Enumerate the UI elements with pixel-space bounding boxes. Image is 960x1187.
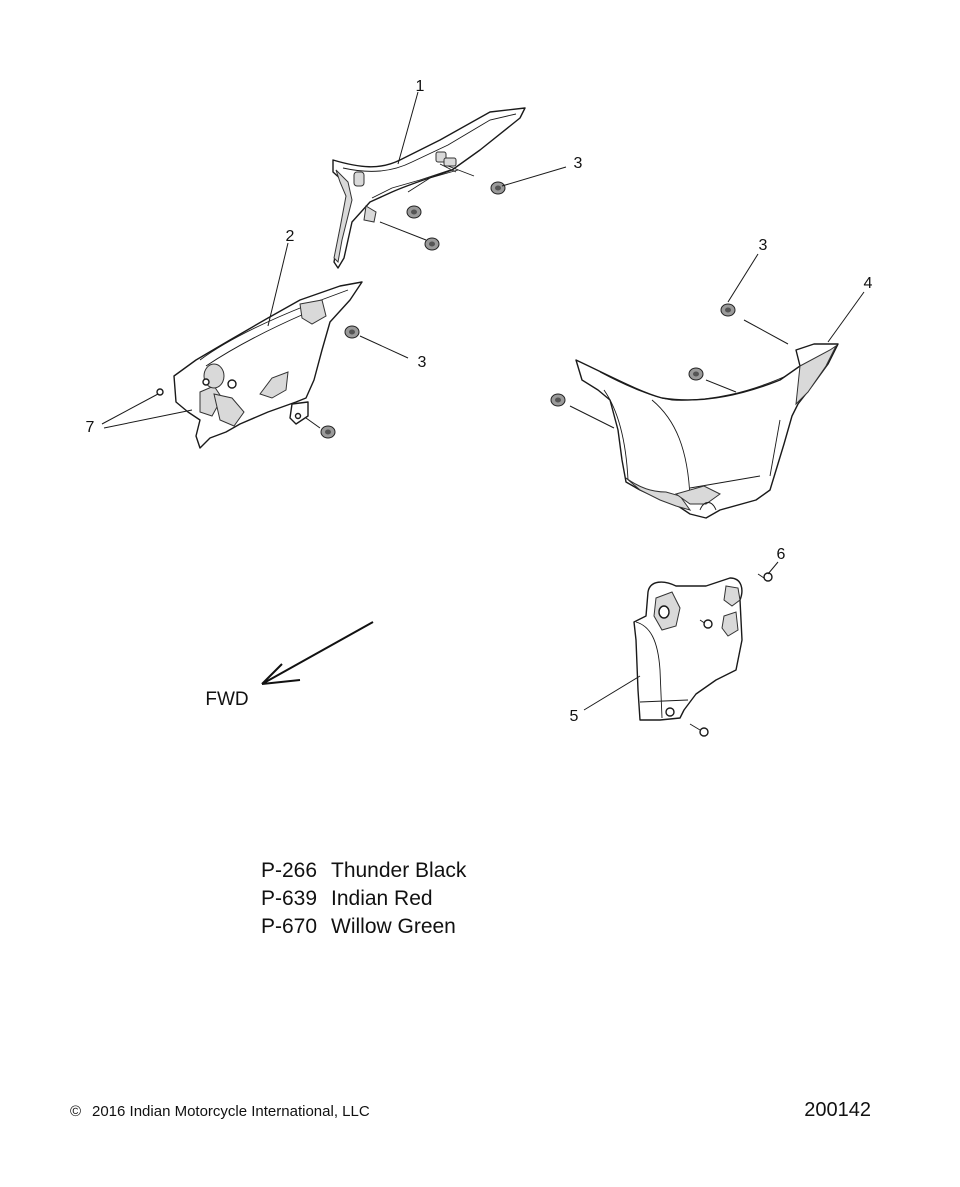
grommet-3g — [688, 367, 704, 381]
leader-2 — [267, 242, 289, 327]
leader-7b — [103, 409, 193, 429]
callout-3: 3 — [574, 155, 583, 172]
legend-code: P-266 — [261, 859, 317, 882]
legend-color-name: Willow Green — [331, 915, 456, 938]
grommet-3b — [490, 181, 506, 195]
grommet-3d — [344, 325, 360, 339]
bolt-6a — [757, 572, 773, 582]
legend-color-name: Thunder Black — [331, 859, 467, 882]
legend-color-name: Indian Red — [331, 887, 433, 910]
grommet-3f — [720, 303, 736, 317]
callout-1: 1 — [416, 78, 425, 95]
leader-1 — [397, 91, 419, 165]
leader-6 — [767, 561, 779, 575]
copyright-text: 2016 Indian Motorcycle International, LL… — [92, 1103, 370, 1120]
callout-4: 4 — [864, 275, 873, 292]
part-5-lower-cover — [633, 577, 743, 721]
color-legend: P-266 Thunder Black P-639 Indian Red P-6… — [261, 859, 467, 938]
grommet-3c — [424, 237, 440, 251]
nut-7 — [156, 378, 210, 396]
fwd-label: FWD — [205, 689, 248, 710]
leader-7a — [101, 393, 159, 425]
copyright-symbol: © — [70, 1103, 81, 1120]
leader-4 — [827, 291, 865, 343]
bolt-5c — [689, 723, 709, 737]
callout-7: 7 — [86, 419, 95, 436]
grommet-3e — [320, 425, 336, 439]
callout-2: 2 — [286, 228, 295, 245]
grommet-3h — [550, 393, 566, 407]
grommet-3a — [406, 205, 422, 219]
callout-3: 3 — [418, 354, 427, 371]
leader-3b — [359, 335, 409, 359]
part-1-upper-cover — [332, 107, 526, 269]
leader-3c — [727, 253, 759, 303]
callout-6: 6 — [777, 546, 786, 563]
legend-code: P-639 — [261, 887, 317, 910]
callout-3: 3 — [759, 237, 768, 254]
callout-5: 5 — [570, 708, 579, 725]
document-number: 200142 — [804, 1099, 871, 1121]
leader-5 — [583, 675, 641, 711]
forward-arrow-icon — [261, 621, 374, 685]
legend-code: P-670 — [261, 915, 317, 938]
part-4-rear-cover — [575, 343, 839, 519]
leader-3a — [501, 166, 567, 187]
part-2-side-cover — [173, 281, 363, 449]
bolt-5b — [699, 619, 713, 629]
